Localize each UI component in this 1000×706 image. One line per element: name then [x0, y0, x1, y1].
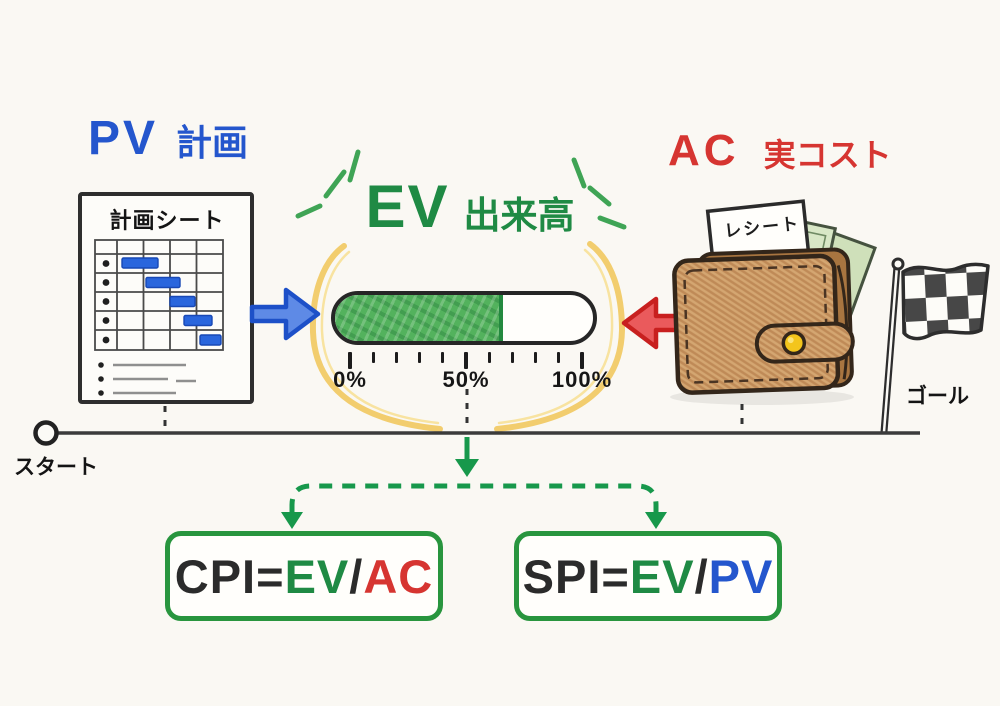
- gantt-grid: [94, 239, 224, 351]
- ac-title: AC 実コスト: [668, 126, 892, 176]
- cpi-lhs: CPI=: [174, 549, 285, 603]
- spi-num: EV: [629, 549, 695, 603]
- pv-title: PV 計画: [88, 110, 248, 166]
- ev-title: EV 出来高: [350, 172, 590, 241]
- tick-label-0: 0%: [333, 367, 367, 392]
- checkered-flag-icon: [880, 257, 990, 433]
- cpi-formula-box: CPI=EV/AC: [165, 531, 443, 621]
- wallet-icon: [670, 199, 877, 405]
- ev-label: 出来高: [463, 194, 575, 236]
- timeline-line: [33, 420, 920, 446]
- start-circle: [33, 420, 59, 446]
- pv-label: 計画: [176, 122, 249, 163]
- start-label: スタート: [14, 456, 98, 479]
- tick-label-100: 100%: [551, 367, 613, 392]
- cpi-den: AC: [363, 549, 434, 603]
- ev-flow-arrow: [455, 437, 479, 477]
- cpi-slash: /: [349, 549, 364, 603]
- gauge-ruler: [348, 352, 584, 370]
- ac-label: 実コスト: [763, 137, 892, 173]
- cpi-num: EV: [284, 549, 350, 603]
- gantt-bars: [121, 257, 222, 346]
- spi-slash: /: [694, 549, 709, 603]
- ev-abbr: EV: [365, 173, 450, 240]
- gauge-fill: [335, 295, 503, 341]
- ev-progress-gauge: [331, 291, 597, 345]
- sparkle-rays: [295, 149, 627, 230]
- dashed-connectors: [163, 389, 744, 431]
- wallet-button: [781, 330, 807, 356]
- spi-formula-box: SPI=EV/PV: [514, 531, 782, 621]
- tick-label-50: 50%: [442, 367, 490, 392]
- plan-sheet-illustration: [78, 192, 254, 404]
- highlight-oval: [309, 241, 626, 432]
- spi-den: PV: [708, 549, 774, 603]
- spi-lhs: SPI=: [522, 549, 630, 603]
- goal-label: ゴール: [906, 385, 969, 408]
- pv-abbr: PV: [88, 111, 159, 165]
- sheet-notes: [98, 362, 196, 396]
- plan-sheet-title: 計画シート: [109, 208, 225, 233]
- gantt-row-dots: [102, 260, 110, 344]
- arrow-right-icon: [249, 287, 321, 341]
- formula-routing-arrows: [281, 483, 667, 529]
- ac-abbr: AC: [668, 126, 740, 175]
